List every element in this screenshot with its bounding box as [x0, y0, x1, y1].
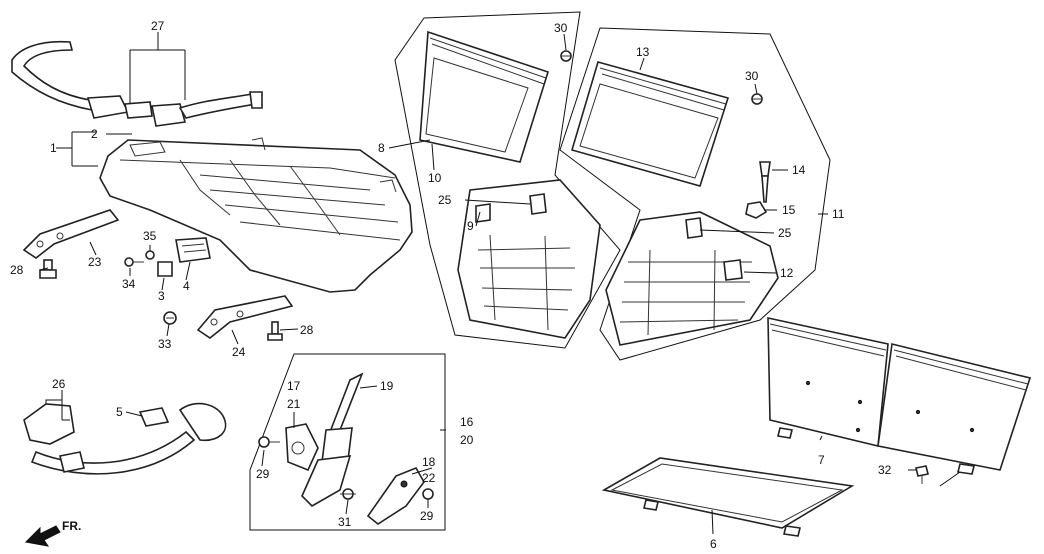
label-14: 14 — [792, 163, 806, 177]
front-arrow-icon — [24, 525, 61, 547]
label-34: 34 — [122, 277, 136, 291]
bolt-33 — [163, 311, 177, 325]
label-10: 10 — [428, 171, 442, 185]
label-7: 7 — [818, 453, 825, 467]
seat-cushion — [99, 137, 413, 293]
label-3: 3 — [158, 289, 165, 303]
clip-30-right — [751, 93, 763, 105]
label-15: 15 — [782, 203, 796, 217]
floor-panel-6 — [601, 457, 855, 537]
seatback-left — [457, 179, 601, 339]
label-35: 35 — [143, 229, 157, 243]
label-30-right: 30 — [745, 69, 759, 83]
bolt-32 — [915, 465, 929, 484]
seat-bracket-23 — [22, 209, 120, 259]
bolt-28-right — [267, 321, 283, 341]
belt-anchor-18-22 — [366, 466, 425, 525]
callout-labels: 27 1 2 8 10 25 9 30 13 30 14 15 11 25 12… — [10, 19, 892, 551]
seatback-panel-13 — [571, 61, 730, 187]
seat-belt-26 — [23, 402, 227, 475]
label-11: 11 — [832, 207, 845, 221]
label-25-left: 25 — [438, 193, 452, 207]
label-1: 1 — [50, 141, 57, 155]
seatback-right — [605, 211, 779, 346]
label-31: 31 — [338, 515, 352, 529]
label-25-right: 25 — [778, 226, 792, 240]
front-direction-indicator: FR. — [24, 519, 81, 547]
label-32: 32 — [878, 463, 892, 477]
label-6: 6 — [710, 537, 717, 551]
seat-belt-top — [11, 40, 153, 119]
cushion-hook-3 — [157, 261, 173, 277]
label-8: 8 — [378, 141, 385, 155]
label-21: 21 — [287, 397, 301, 411]
label-28-right: 28 — [300, 323, 314, 337]
label-26: 26 — [52, 377, 66, 391]
label-5: 5 — [116, 405, 123, 419]
label-28-left: 28 — [10, 263, 24, 277]
nut-15 — [745, 201, 768, 219]
leader-lines — [39, 32, 961, 535]
buckle-cover-5 — [138, 407, 170, 427]
label-12: 12 — [780, 266, 794, 280]
bolt-34 — [124, 257, 144, 267]
label-30-left: 30 — [554, 21, 568, 35]
belt-19 — [301, 372, 364, 507]
label-29-right: 29 — [420, 509, 434, 523]
belt-assembly-outline — [249, 353, 446, 531]
seat-belt-buckle — [151, 91, 263, 127]
label-24: 24 — [232, 345, 246, 359]
label-23: 23 — [88, 255, 102, 269]
label-22: 22 — [422, 471, 436, 485]
label-29-left: 29 — [256, 467, 270, 481]
cushion-bracket-4 — [175, 237, 211, 263]
label-2: 2 — [91, 127, 98, 141]
label-4: 4 — [183, 279, 190, 293]
label-33: 33 — [158, 337, 172, 351]
label-18: 18 — [422, 455, 436, 469]
label-27: 27 — [151, 19, 165, 33]
front-label: FR. — [62, 519, 81, 533]
bolt-14 — [759, 161, 771, 203]
seatback-panel-10 — [419, 30, 549, 163]
label-20: 20 — [460, 433, 474, 447]
label-19: 19 — [380, 379, 394, 393]
clip-30-left — [560, 50, 572, 62]
bolt-29-right — [422, 488, 434, 506]
bolt-28-left — [39, 259, 57, 279]
washer-35 — [145, 250, 155, 260]
rear-shelf-panel-7 — [767, 317, 1032, 475]
label-16: 16 — [460, 415, 474, 429]
seat-back-left-group-outline — [394, 11, 621, 349]
label-13: 13 — [636, 45, 650, 59]
label-9: 9 — [467, 219, 474, 233]
belt-retractor-cover-17-21 — [285, 423, 319, 472]
seat-bracket-24 — [196, 295, 294, 339]
label-17: 17 — [287, 379, 301, 393]
bolt-31 — [340, 488, 356, 500]
bolt-29-left — [258, 436, 280, 448]
seat-back-right-group-outline — [559, 27, 831, 361]
